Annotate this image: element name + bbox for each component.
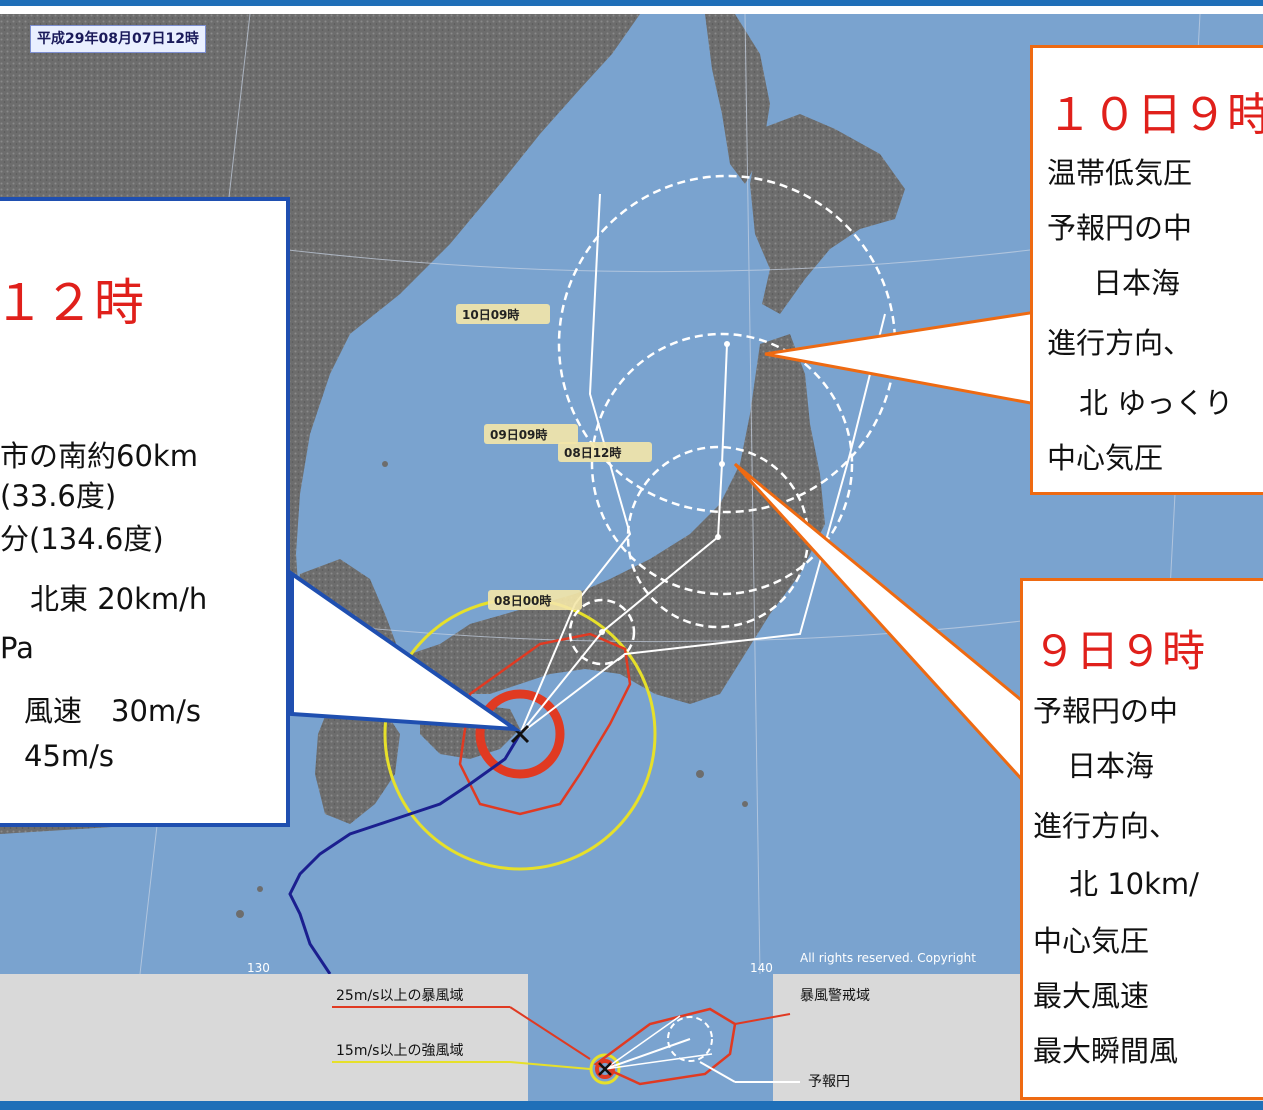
callout-right-top-line: 北 ゆっくり — [1079, 386, 1234, 420]
current-position-callout: １２時 市の南約60km (33.6度) 分(134.6度) 北東 20km/h… — [0, 197, 290, 827]
small-island — [236, 910, 244, 918]
callout-right-top-line: 進行方向、 — [1047, 326, 1193, 360]
bottom-accent-bar — [0, 1101, 1263, 1110]
callout-right-bottom-line: 最大風速 — [1033, 979, 1150, 1013]
callout-left-line: (33.6度) — [0, 479, 117, 513]
sakhalin-island — [705, 14, 770, 184]
copyright-text: All rights reserved. Copyright — [800, 951, 976, 965]
track-label-9th: 09日09時 — [490, 427, 547, 442]
callout-left-title: １２時 — [0, 274, 144, 332]
callout-right-bottom-title: ９日９時 — [1033, 627, 1205, 677]
callout-right-top-line: 温帯低気圧 — [1047, 156, 1193, 190]
callout-right-bottom-line: 日本海 — [1067, 749, 1155, 783]
legend-strong-area: 15m/s以上の強風域 — [332, 1043, 591, 1070]
callout-right-top-title: １０日９時 — [1047, 88, 1263, 141]
small-island — [382, 461, 388, 467]
small-island — [696, 770, 704, 778]
legend-forecast-circle: 予報円 — [699, 1061, 850, 1090]
forecast-9th-callout: ９日９時 予報円の中 日本海 進行方向、 北 10km/ 中心気圧 最大風速 最… — [1020, 578, 1263, 1100]
track-labels: 10日09時 09日09時 08日12時 08日00時 — [456, 304, 652, 610]
callout-left-pointer — [290, 570, 523, 732]
callout-left-line: 45m/s — [24, 739, 115, 773]
callout-right-bottom-line: 北 10km/ — [1069, 867, 1199, 901]
callout-left-line: 分(134.6度) — [0, 522, 164, 556]
legend-mini-diagram — [589, 1007, 737, 1086]
legend-warning-area: 暴風警戒域 — [734, 988, 870, 1025]
callout-right-top-line: 日本海 — [1093, 266, 1181, 300]
storm-warning-area — [458, 632, 632, 816]
forecast-10th-callout: １０日９時 温帯低気圧 予報円の中 日本海 進行方向、 北 ゆっくり 中心気圧 — [1030, 45, 1263, 495]
legend-forecast-label: 予報円 — [808, 1074, 850, 1090]
small-island — [742, 801, 748, 807]
legend-storm-area: 25m/s以上の暴風域 — [332, 988, 591, 1060]
typhoon-past-track — [288, 733, 522, 975]
hokkaido-island — [750, 114, 905, 314]
callout-left-line: 市の南約60km — [0, 439, 198, 473]
longitude-label-140: 140 — [750, 961, 773, 975]
callout-right-bottom-line: 進行方向、 — [1033, 809, 1179, 843]
callout-left-line: 風速 30m/s — [24, 694, 202, 728]
honshu-island — [400, 334, 825, 704]
callout-left-line: Pa — [0, 631, 34, 665]
callout-right-top-line: 予報円の中 — [1047, 211, 1193, 245]
small-island — [257, 886, 263, 892]
callout-right-bottom-line: 中心気圧 — [1033, 924, 1150, 958]
top-accent-bar — [0, 0, 1263, 6]
callout-right-bottom-line: 予報円の中 — [1033, 694, 1179, 728]
track-label-8th-00: 08日00時 — [494, 593, 551, 608]
callout-left-line: 北東 20km/h — [30, 582, 208, 616]
track-label-10th: 10日09時 — [462, 307, 519, 322]
longitude-label-130: 130 — [247, 961, 270, 975]
kyushu-island — [315, 704, 400, 824]
legend-warning-label: 暴風警戒域 — [800, 988, 870, 1004]
legend-strong-label: 15m/s以上の強風域 — [336, 1043, 463, 1059]
forecast-points — [599, 341, 730, 635]
legend-storm-label: 25m/s以上の暴風域 — [336, 988, 463, 1004]
callout-right-bottom-line: 最大瞬間風 — [1033, 1034, 1179, 1068]
track-label-8th-12: 08日12時 — [564, 445, 621, 460]
callout-right-top-line: 中心気圧 — [1047, 441, 1164, 475]
timestamp-stamp: 平成29年08月07日12時 — [30, 25, 206, 53]
storm-area — [475, 689, 565, 779]
